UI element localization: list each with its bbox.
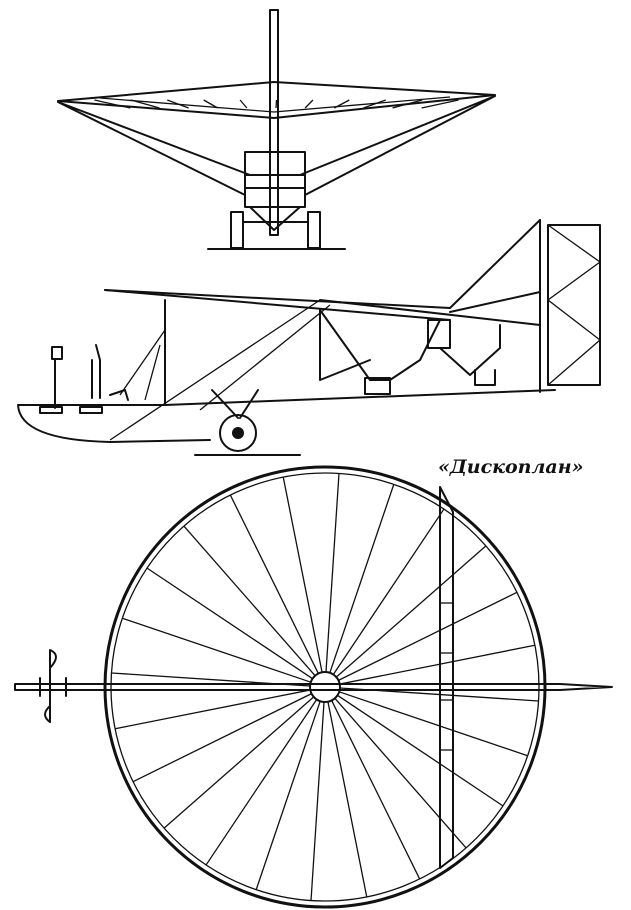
wing-rib [333,99,350,109]
wing-rib [203,99,219,109]
disc-spoke [310,701,325,901]
disc-spoke [334,697,467,849]
wing-rib [239,99,248,109]
disc-spoke [205,699,318,866]
disc-spoke [332,508,445,675]
wing-rib [304,99,314,109]
disc-spoke [282,476,323,673]
disc-spoke [229,494,319,674]
disc-spoke [335,545,487,678]
disc-spoke [337,694,504,807]
wing-rib [130,99,160,109]
disc-spoke [329,484,395,674]
wing-rib [363,99,386,109]
disc-spoke [339,644,536,685]
disc-spoke [331,700,421,880]
disc-spoke [122,617,312,683]
disc-spoke [132,693,312,783]
front-view [57,9,496,250]
disc-spoke [163,696,315,829]
disc-spoke [146,567,313,680]
drawing-caption: «Дископлан» [438,456,584,478]
wing-rib [392,99,423,109]
disc-spoke [338,591,518,681]
disc-spoke [183,525,316,677]
disc-spoke [327,701,368,898]
top-view [14,465,613,909]
wing-rib [421,99,459,109]
wing-rib [167,99,189,109]
side-view [17,219,602,456]
wing-rib [275,99,278,109]
disc-spoke [114,689,311,730]
disc-spoke [325,473,340,673]
disc-spoke [255,700,321,890]
wing-rib [94,99,131,109]
disc-spoke [338,691,528,757]
